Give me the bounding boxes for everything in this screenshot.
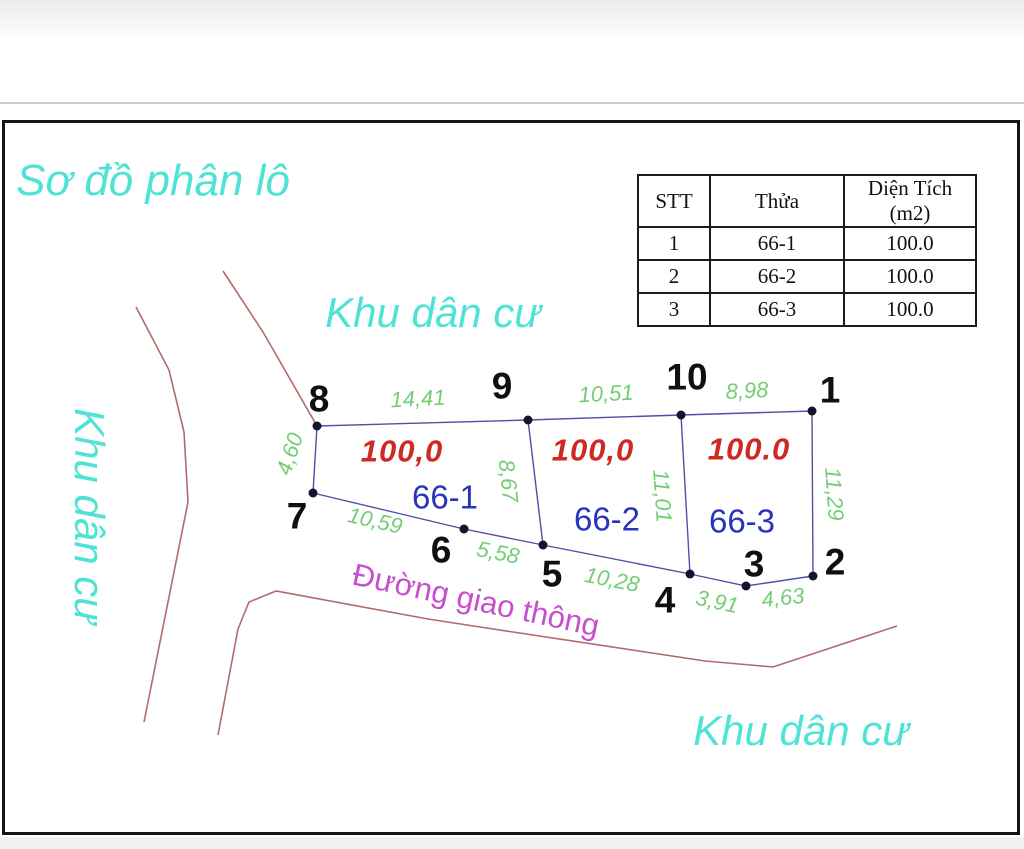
vertex-dot — [807, 406, 817, 416]
table-cell-stt: 1 — [637, 226, 711, 261]
vertex-dot — [685, 569, 695, 579]
table-header-stt: STT — [637, 174, 711, 228]
vertex-label: 1 — [819, 369, 841, 411]
table-cell-dien-tich: 100.0 — [843, 226, 977, 261]
table-cell-thua: 66-1 — [709, 226, 845, 261]
dimension-label: 4,63 — [760, 582, 806, 613]
vertex-label: 8 — [308, 378, 330, 420]
vertex-dot — [308, 488, 318, 498]
table-row: 1 66-1 100.0 — [637, 226, 977, 261]
diagram-svg — [135, 270, 898, 736]
parcel-divider-10-4 — [680, 414, 691, 575]
bottom-chrome-strip — [0, 837, 1024, 849]
parcel-area-label: 100,0 — [360, 433, 444, 469]
dimension-label: 8,98 — [724, 376, 770, 405]
region-label-bottom-right: Khu dân cư — [693, 707, 909, 754]
vertex-dot — [459, 524, 469, 534]
vertex-dot — [523, 415, 533, 425]
table-cell-thua: 66-2 — [709, 259, 845, 294]
table-header-thua: Thửa — [709, 174, 845, 228]
vertex-label: 9 — [491, 365, 513, 407]
table-row: 3 66-3 100.0 — [637, 292, 977, 327]
table-cell-stt: 2 — [637, 259, 711, 294]
table-cell-thua: 66-3 — [709, 292, 845, 327]
vertex-dot — [741, 581, 751, 591]
road-line-bottom — [217, 590, 898, 736]
vertex-label: 2 — [824, 541, 846, 583]
vertex-label: 7 — [286, 495, 308, 537]
dimension-label: 8,67 — [493, 458, 524, 504]
table-row: 2 66-2 100.0 — [637, 259, 977, 294]
vertex-dot — [538, 540, 548, 550]
table-header-dien-tich: Diện Tích (m2) — [843, 174, 977, 228]
diagram-canvas: Sơ đồ phân lô Khu dân cư Khu dân cư Khu … — [2, 120, 1020, 835]
vertex-dot — [676, 410, 686, 420]
vertex-label: 10 — [666, 356, 708, 398]
table-cell-dien-tich: 100.0 — [843, 292, 977, 327]
separator-line — [0, 102, 1024, 104]
vertex-label: 5 — [541, 553, 563, 595]
dimension-label: 10,51 — [577, 379, 635, 408]
vertex-label: 6 — [430, 529, 452, 571]
parcel-id-label: 66-2 — [573, 500, 641, 538]
top-chrome-strip — [0, 0, 1024, 42]
region-label-top: Khu dân cư — [325, 289, 541, 336]
parcel-area-label: 100.0 — [707, 431, 791, 467]
parcel-id-label: 66-3 — [708, 502, 776, 540]
parcel-area-label: 100,0 — [551, 432, 635, 468]
vertex-label: 4 — [654, 579, 676, 621]
vertex-dot — [312, 421, 322, 431]
parcel-divider-9-5 — [527, 419, 544, 546]
table-cell-dien-tich: 100.0 — [843, 259, 977, 294]
road-line-left — [135, 306, 189, 723]
vertex-dot — [808, 571, 818, 581]
vertex-label: 3 — [743, 543, 765, 585]
table-cell-stt: 3 — [637, 292, 711, 327]
table-header-row: STT Thửa Diện Tích (m2) — [637, 174, 977, 228]
parcel-id-label: 66-1 — [411, 478, 479, 516]
dimension-label: 14,41 — [389, 384, 447, 413]
dimension-label: 11,01 — [648, 468, 677, 524]
road-line-upper-left — [222, 270, 318, 427]
page-title: Sơ đồ phân lô — [16, 156, 290, 205]
dimension-label: 11,29 — [820, 466, 849, 522]
region-label-left: Khu dân cư — [66, 408, 113, 624]
summary-table: STT Thửa Diện Tích (m2) 1 66-1 100.0 2 6… — [637, 174, 977, 327]
